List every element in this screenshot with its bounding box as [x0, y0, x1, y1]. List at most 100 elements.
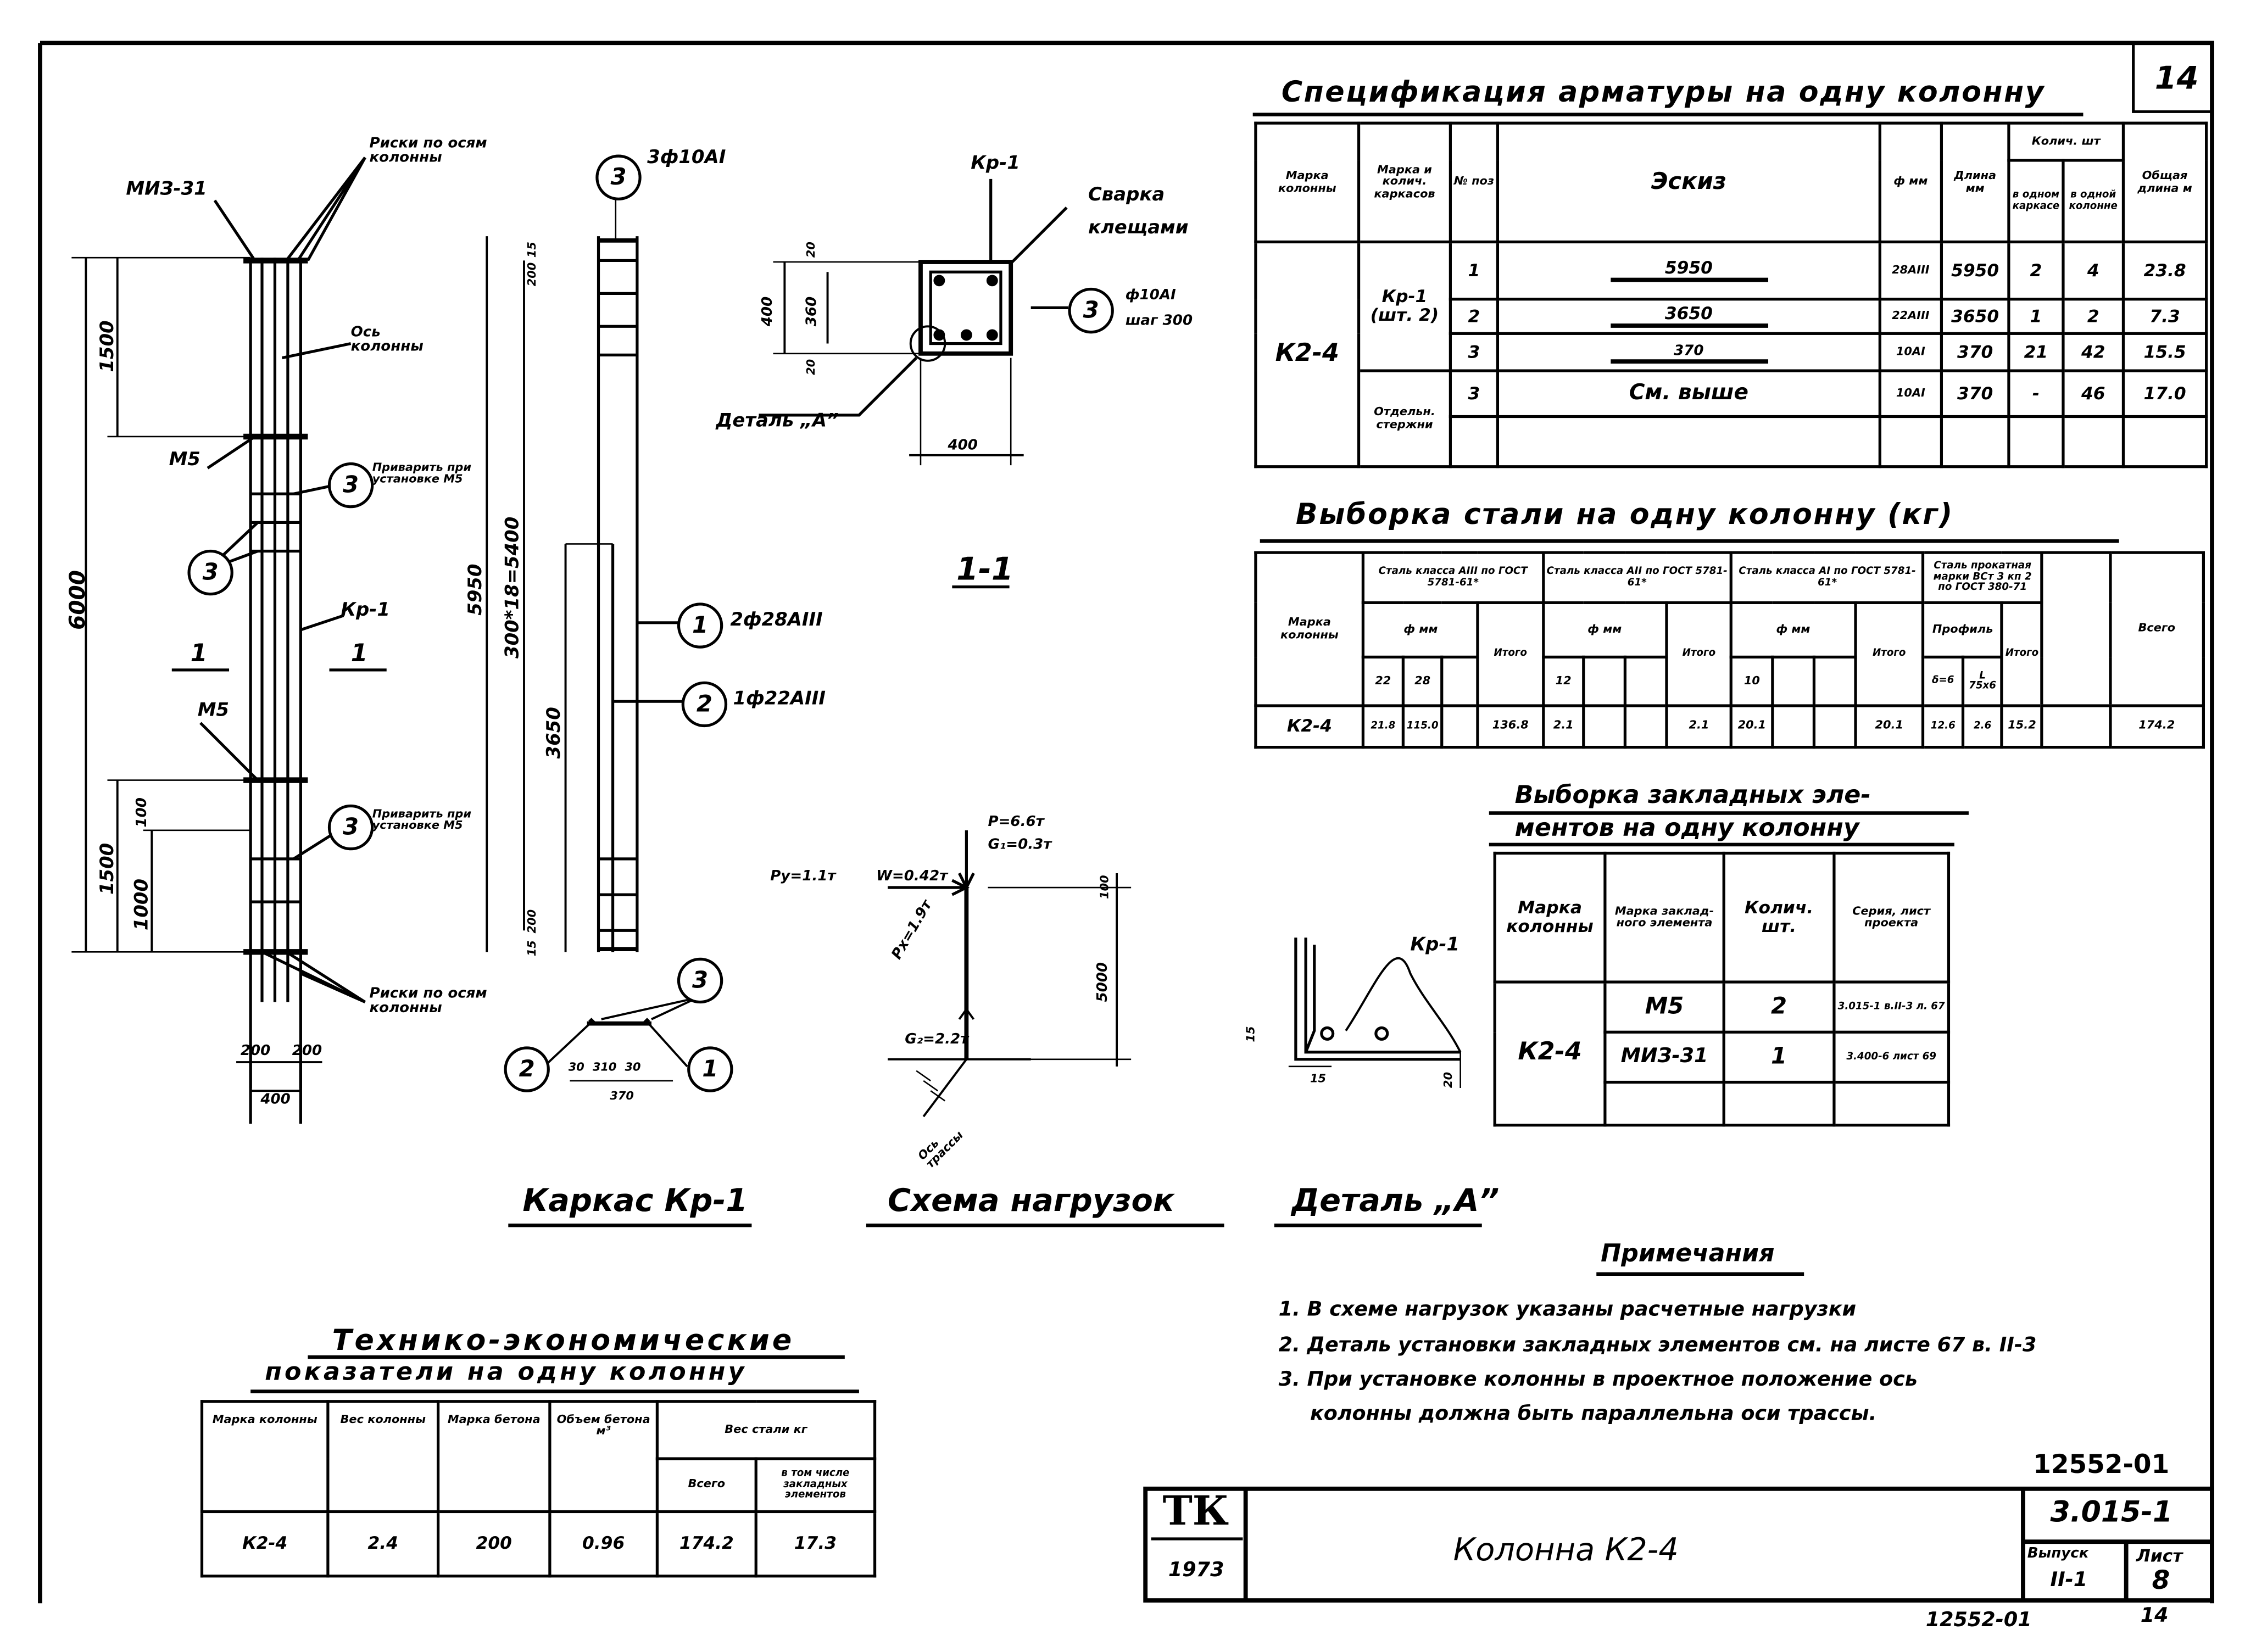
header-volume: Объем бетона м³: [548, 1400, 659, 1514]
dim-100: 100: [135, 797, 151, 828]
header-profile-plate: δ=6: [1921, 655, 1964, 707]
cut-mark-left: 1: [190, 640, 208, 669]
dim-400-horizontal: 400: [948, 438, 978, 454]
header-column-mark: Марка колонны: [1493, 851, 1607, 984]
header-total: Всего: [2108, 551, 2205, 707]
sketch: 370: [1496, 332, 1881, 372]
qty: 1: [1722, 1030, 1836, 1084]
sketch: См. выше: [1496, 369, 1881, 418]
pos: 3: [1449, 369, 1500, 418]
length: 370: [1940, 332, 2010, 372]
header-steel-a2: Сталь класса АII по ГОСТ 5781-61*: [1541, 551, 1733, 604]
header-concrete-mark: Марка бетона: [436, 1400, 551, 1514]
label-weld-pliers: Сварка клещами: [1088, 185, 1189, 240]
position-marker-2: 2: [681, 681, 728, 728]
header-weight: Вес колонны: [326, 1400, 440, 1514]
position-marker-1: 1: [687, 1046, 733, 1092]
qty-column: 4: [2062, 240, 2125, 301]
dim-3650: 3650: [544, 707, 566, 759]
table-row-empty: [1256, 415, 2208, 468]
steel-total: 174.2: [655, 1510, 757, 1578]
column-weight: 2.4: [326, 1510, 440, 1578]
header-subtotal: Итого: [2001, 601, 2043, 707]
header-total: Всего: [655, 1457, 757, 1514]
dim-20: 20: [1441, 1071, 1455, 1088]
label-axis: Ось колонны: [350, 325, 424, 355]
year: 1973: [1168, 1559, 1224, 1582]
header-d22: 22: [1362, 655, 1405, 707]
header-d12: 12: [1541, 655, 1586, 707]
table-row: Отдельн. стержни 3 См. выше 10АI 370 - 4…: [1256, 369, 2208, 468]
dim-15-b: 15: [1310, 1072, 1326, 1085]
header-profile-angle: L 75x6: [1961, 655, 2004, 707]
note-3: 3. При установке колонны в проектное пол…: [1278, 1368, 1918, 1392]
pos: 3: [1449, 332, 1500, 372]
header-steel-a3: Сталь класса АIII по ГОСТ 5781-61*: [1362, 551, 1545, 604]
header-length: Длина мм: [1940, 121, 2010, 244]
header-dia: ф мм: [1362, 601, 1480, 658]
qty-frame: -: [2007, 369, 2065, 418]
pos: 1: [1449, 240, 1500, 301]
header-total-length: Общая длина м: [2121, 121, 2208, 244]
header-qty-column: в одной колонне: [2062, 159, 2125, 244]
header-frame-mark: Марка и колич. каркасов: [1357, 121, 1452, 244]
value-angle: 2.6: [1961, 704, 2004, 749]
header-qty: Колич. шт: [2007, 121, 2125, 162]
sketch: 3650: [1496, 298, 1881, 335]
value-subtotal-rolled: 15.2: [2001, 704, 2043, 749]
dim-1500-bottom: 1500: [97, 842, 119, 895]
label-marks-bottom: Риски по осям колонны: [369, 986, 487, 1017]
load-g2: G₂=2.2т: [905, 1032, 969, 1048]
header-d28: 28: [1401, 655, 1444, 707]
value-plate: 12.6: [1921, 704, 1964, 749]
value-subtotal-a3: 136.8: [1477, 704, 1545, 749]
header-column-mark: Марка колонны: [1254, 551, 1365, 707]
dim-15-a: 15: [1244, 1026, 1257, 1042]
tech-table-title-2: показатели на одну колонну: [265, 1358, 747, 1387]
table-row: МИЗ-31 1 3.400-6 лист 69: [1495, 1030, 1951, 1084]
diameter: 22АIII: [1878, 298, 1943, 335]
header-steel-rolled: Сталь прокатная марки ВСт 3 кп 2 по ГОСТ…: [1921, 551, 2043, 604]
header-diameter: ф мм: [1878, 121, 1943, 244]
dim-20-bottom: 20: [804, 359, 818, 375]
header-steel-weight: Вес стали кг: [655, 1400, 877, 1460]
qty-column: 42: [2062, 332, 2125, 372]
total: 15.5: [2121, 332, 2208, 372]
dim-200-left: 200: [240, 1043, 271, 1059]
position-marker-3: 3: [677, 957, 723, 1004]
dim-400-vertical: 400: [760, 296, 776, 327]
issue-label: Выпуск: [2027, 1546, 2089, 1562]
value-subtotal-a2: 2.1: [1665, 704, 1733, 749]
qty: 2: [1722, 980, 1836, 1034]
value-d12: 2.1: [1541, 704, 1586, 749]
spec-table: Марка колонны Марка и колич. каркасов № …: [1254, 121, 2208, 468]
note-1: 1. В схеме нагрузок указаны расчетные на…: [1278, 1298, 1857, 1321]
total: 17.0: [2121, 369, 2208, 418]
tk-logo: ТК: [1162, 1487, 1229, 1535]
label-miz31: МИЗ-31: [126, 178, 207, 200]
dim-5000: 5000: [1095, 962, 1111, 1002]
load-p: P=6.6т: [988, 814, 1044, 830]
series-number: 3.015-1: [2050, 1494, 2173, 1529]
label-kr1-section: Кр-1: [971, 153, 1020, 175]
header-d10: 10: [1730, 655, 1774, 707]
label-m5-top: М5: [169, 449, 200, 471]
caption-loads: Схема нагрузок: [888, 1184, 1174, 1220]
dim-20-top: 20: [804, 242, 818, 258]
position-marker-1: 1: [677, 602, 723, 649]
separate-mark: Отдельн. стержни: [1357, 369, 1452, 468]
sheet-label: Лист: [2136, 1546, 2183, 1566]
position-marker-3: 3: [327, 804, 374, 851]
issue-value: II-1: [2050, 1569, 2088, 1592]
table-row: К2-4 Кр-1 (шт. 2) 1 5950 28АIII 5950 2 4…: [1254, 240, 2208, 468]
dim-pitch: 300*18=5400: [502, 516, 524, 658]
header-qty: Колич. шт.: [1722, 851, 1836, 984]
dim-200-right: 200: [292, 1043, 322, 1059]
header-column-mark: Марка колонны: [1254, 121, 1361, 244]
position-marker-3: 3: [595, 154, 642, 200]
header-series: Серия, лист проекта: [1832, 851, 1951, 984]
value-total: 174.2: [2108, 704, 2205, 749]
table-row: К2-4 2.4 200 0.96 174.2 17.3: [200, 1510, 877, 1578]
position-marker-3: 3: [1068, 287, 1114, 334]
